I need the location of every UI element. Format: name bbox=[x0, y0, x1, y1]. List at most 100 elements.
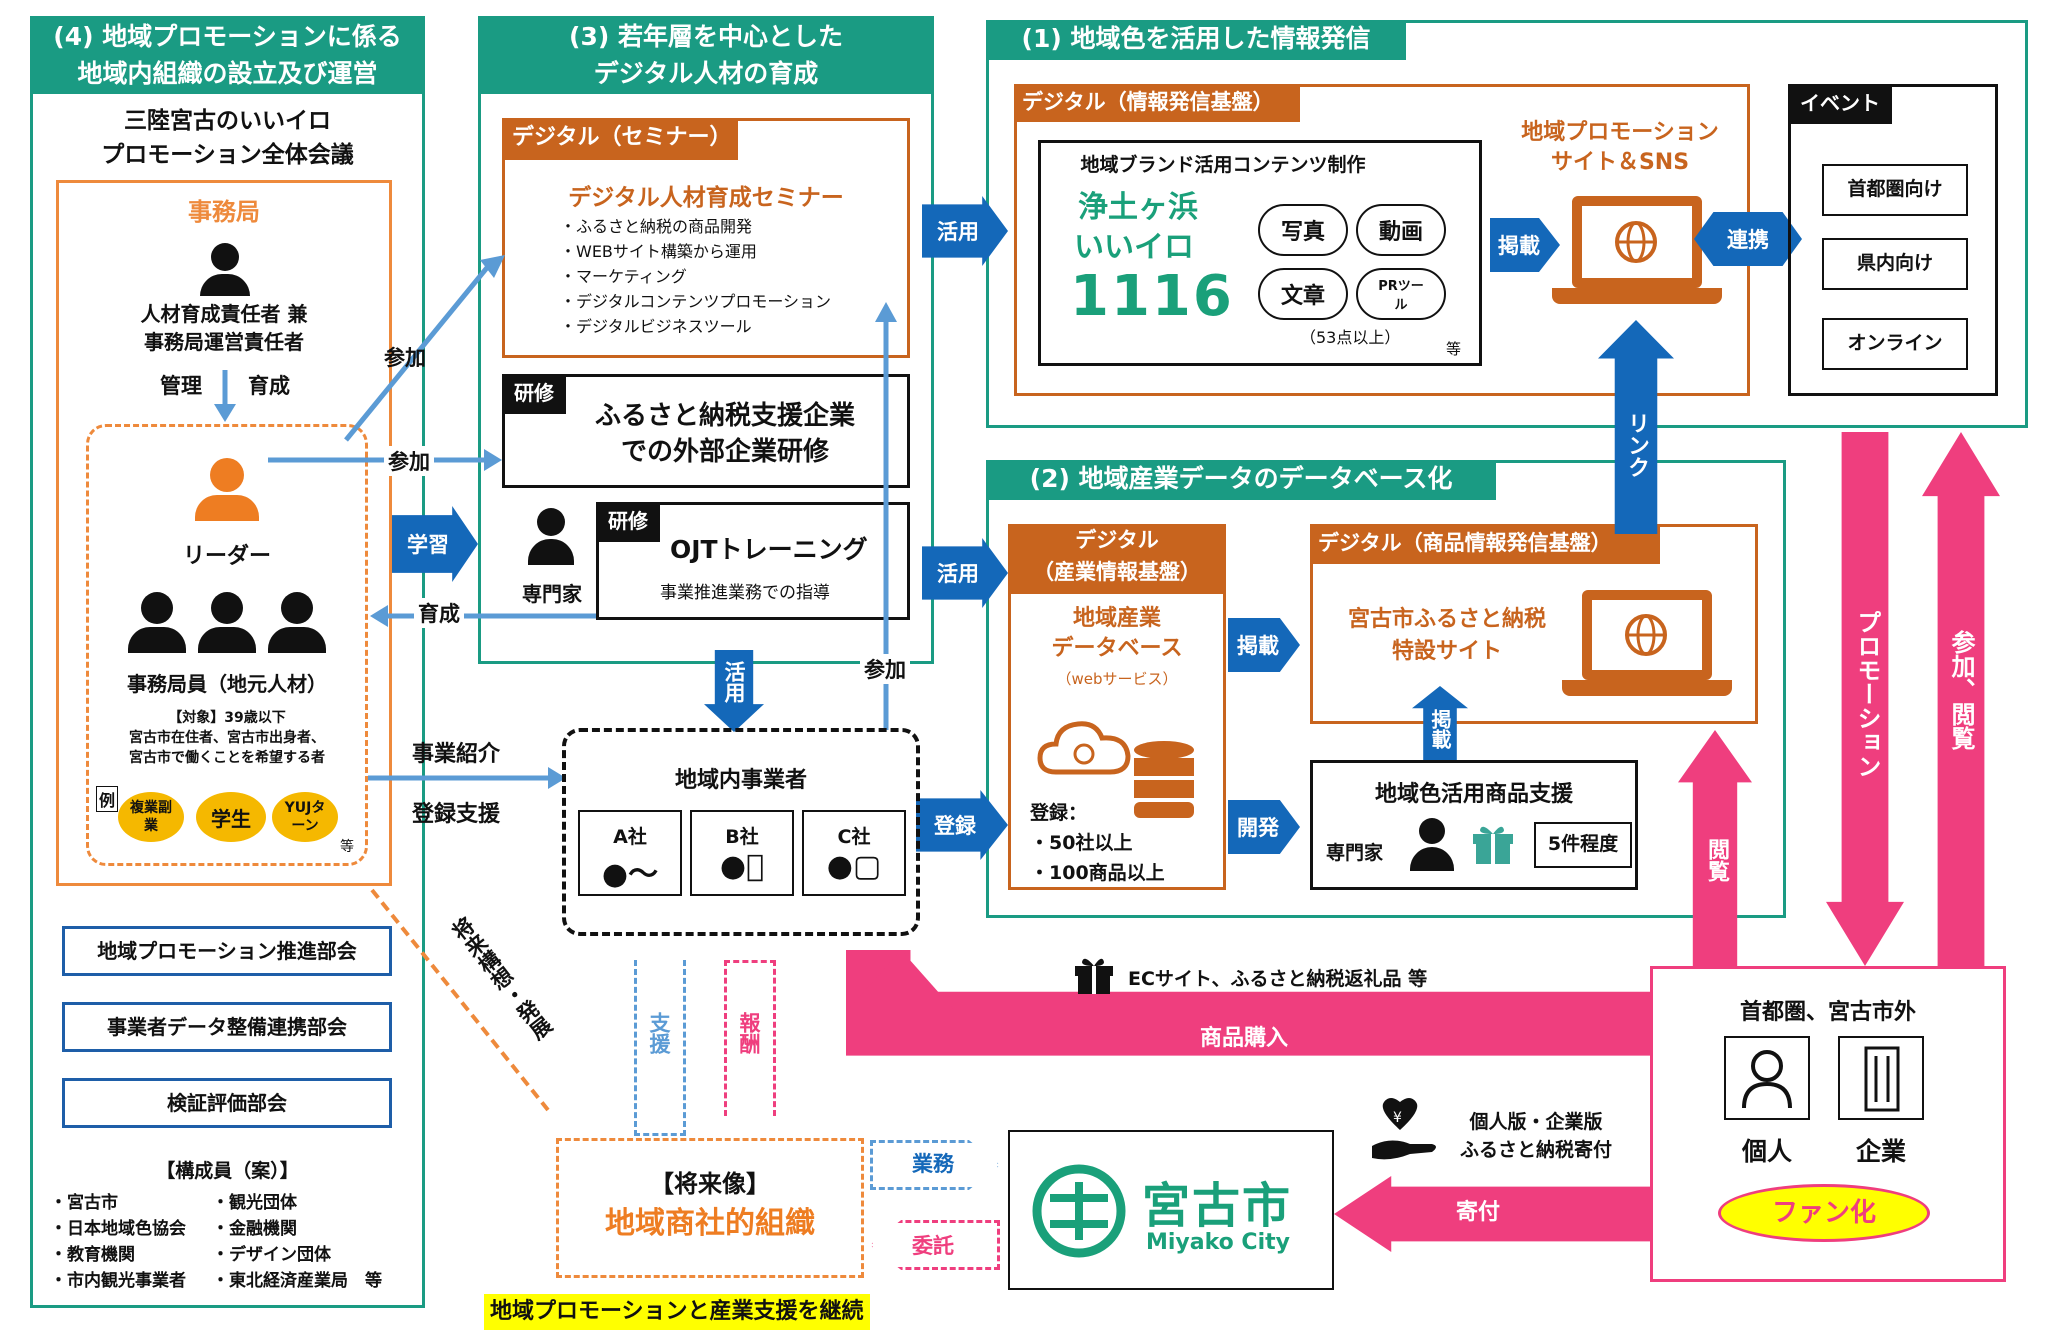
person-outline-icon bbox=[1742, 1050, 1792, 1109]
section-3-title: (3) 若年層を中心としたデジタル人材の育成 bbox=[478, 16, 934, 94]
company-a: A社●〜 bbox=[578, 810, 682, 896]
product-support-title: 地域色活用商品支援 bbox=[1374, 782, 1573, 807]
company-c: C社●▢ bbox=[802, 810, 906, 896]
individual-icon bbox=[1724, 1036, 1810, 1120]
ec-note: ECサイト、ふるさと納税返礼品 等 bbox=[1128, 968, 1428, 990]
etsuran-text: 閲覧 bbox=[1704, 838, 1729, 882]
expert-person-icon bbox=[1410, 818, 1454, 871]
jigyo-shokai-label: 事業紹介 bbox=[412, 742, 501, 767]
section-1-title: (1) 地域色を活用した情報発信 bbox=[986, 20, 1406, 60]
itaku-arrow bbox=[870, 1220, 1000, 1270]
subcommittee-1: 地域プロモーション推進部会 bbox=[62, 926, 392, 976]
manage-label: 管理 bbox=[160, 374, 202, 398]
section-4-title: (4) 地域プロモーションに係る地域内組織の設立及び運営 bbox=[30, 16, 425, 94]
support-count: 5件程度 bbox=[1534, 822, 1632, 868]
manager-person-icon bbox=[200, 243, 250, 296]
promo-site-title: 地域プロモーションサイト＆SNS bbox=[1521, 120, 1719, 175]
leader-person-icon bbox=[195, 458, 259, 521]
promotion-text: プロモーション bbox=[1853, 610, 1881, 778]
pill-pr-tool: PRツール bbox=[1356, 268, 1446, 320]
subcommittee-2: 事業者データ整備連携部会 bbox=[62, 1002, 392, 1052]
globe-icon bbox=[1625, 614, 1667, 656]
kifu-label: 寄付 bbox=[1456, 1200, 1501, 1225]
sanka-label-3: 参加 bbox=[860, 654, 910, 684]
fanka-badge: ファン化 bbox=[1718, 1184, 1930, 1242]
logo-line1: 浄土ヶ浜 bbox=[1078, 190, 1198, 225]
staff-label: 事務局員（地元人材） bbox=[127, 672, 327, 696]
subcommittee-3: 検証評価部会 bbox=[62, 1078, 392, 1128]
gyomu-label: 業務 bbox=[912, 1152, 954, 1176]
count-note: （53点以上） bbox=[1300, 328, 1401, 347]
db-title: 地域産業データベース（webサービス） bbox=[1051, 606, 1183, 688]
company-building-icon bbox=[1838, 1036, 1924, 1120]
promo-site-laptop-base bbox=[1552, 288, 1722, 304]
seminar-tag: デジタル（セミナー） bbox=[502, 118, 738, 160]
shien-arrow bbox=[634, 960, 686, 1136]
katsuyo-down-label: 活用 bbox=[722, 661, 746, 703]
staff-person-icon bbox=[128, 592, 186, 653]
shien-text: 支援 bbox=[647, 1012, 671, 1054]
content-title: 地域ブランド活用コンテンツ制作 bbox=[1080, 154, 1366, 176]
ojt-tag: 研修 bbox=[596, 502, 660, 542]
count-etc: 等 bbox=[1446, 340, 1462, 358]
example-label: 例 bbox=[96, 786, 119, 812]
miyako-city-box bbox=[1008, 1130, 1334, 1290]
council-name: 三陸宮古のいいイロプロモーション全体会議 bbox=[101, 108, 354, 168]
circle-side-job: 複業副業 bbox=[118, 792, 184, 842]
donation-hand-icon: ¥ bbox=[1372, 1098, 1436, 1160]
footer-banner: 地域プロモーションと産業支援を継続 bbox=[484, 1294, 870, 1330]
pill-text: 文章 bbox=[1258, 268, 1348, 320]
individual-label: 個人 bbox=[1741, 1137, 1792, 1166]
renkei-arrow: 連携 bbox=[1694, 212, 1802, 266]
logo-line2: いいイロ bbox=[1074, 230, 1194, 265]
office-title: 事務局 bbox=[188, 198, 260, 226]
sanka-label-2: 参加 bbox=[384, 446, 434, 476]
hoshu-arrow bbox=[724, 960, 776, 1116]
future-org-text: 【将来像】地域商社的組織 bbox=[605, 1170, 815, 1241]
expert-person-icon bbox=[528, 508, 574, 565]
hoshu-text: 報酬 bbox=[737, 1012, 761, 1054]
business-title: 地域内事業者 bbox=[674, 768, 807, 793]
miyako-name-jp: 宮古市 bbox=[1142, 1178, 1293, 1234]
db-tag: デジタル（産業情報基盤） bbox=[1008, 524, 1226, 594]
seminar-title: デジタル人材育成セミナー bbox=[568, 185, 844, 211]
members-title: 【構成員（案）】 bbox=[156, 1160, 299, 1182]
training-text: ふるさと納税支援企業での外部企業研修 bbox=[594, 401, 855, 467]
future-org-box bbox=[556, 1138, 864, 1278]
manage-down-arrow bbox=[214, 370, 236, 422]
cloud-icon bbox=[1037, 721, 1131, 775]
link-label: リンク bbox=[1624, 412, 1649, 478]
content-box bbox=[1038, 140, 1482, 366]
sanka-etsuran-text: 参加、閲覧 bbox=[1947, 630, 1975, 750]
furusato-site-title: 宮古市ふるさと納税特設サイト bbox=[1347, 607, 1546, 664]
miyako-name-en: Miyako City bbox=[1146, 1230, 1290, 1255]
ojt-box bbox=[596, 502, 910, 620]
toroku-shien-label: 登録支援 bbox=[412, 802, 501, 827]
ikusei-label: 育成 bbox=[414, 598, 464, 628]
company-b: B社● bbox=[690, 810, 794, 896]
furusato-laptop-base bbox=[1562, 680, 1732, 696]
keisai-up-label: 掲載 bbox=[1428, 709, 1452, 749]
event-tag: イベント bbox=[1788, 84, 1892, 124]
ojt-sub: 事業推進業務での指導 bbox=[660, 583, 830, 603]
globe-icon bbox=[1615, 221, 1657, 263]
team-box bbox=[86, 424, 368, 866]
manager-label: 人材育成責任者 兼事務局運営責任者 bbox=[140, 302, 308, 354]
circle-student: 学生 bbox=[196, 792, 266, 842]
event-online: オンライン bbox=[1822, 318, 1968, 370]
leader-label: リーダー bbox=[182, 544, 271, 569]
building-icon bbox=[1864, 1046, 1900, 1112]
event-prefecture: 県内向け bbox=[1822, 238, 1968, 290]
gift-icon bbox=[1075, 958, 1113, 994]
itaku-label: 委託 bbox=[912, 1234, 954, 1258]
registration-text: 登録：・50社以上・100商品以上 bbox=[1030, 802, 1165, 884]
circles-etc: 等 bbox=[340, 839, 354, 855]
product-support-expert: 専門家 bbox=[1326, 842, 1384, 864]
section-2-title: (2) 地域産業データのデータベース化 bbox=[986, 460, 1496, 500]
logo-number: 1116 bbox=[1070, 264, 1234, 329]
business-box bbox=[562, 728, 920, 936]
pill-video: 動画 bbox=[1356, 204, 1446, 256]
pill-photo: 写真 bbox=[1258, 204, 1348, 256]
fans-title: 首都圏、宮古市外 bbox=[1739, 1000, 1916, 1025]
ojt-title: OJTトレーニング bbox=[670, 535, 868, 564]
